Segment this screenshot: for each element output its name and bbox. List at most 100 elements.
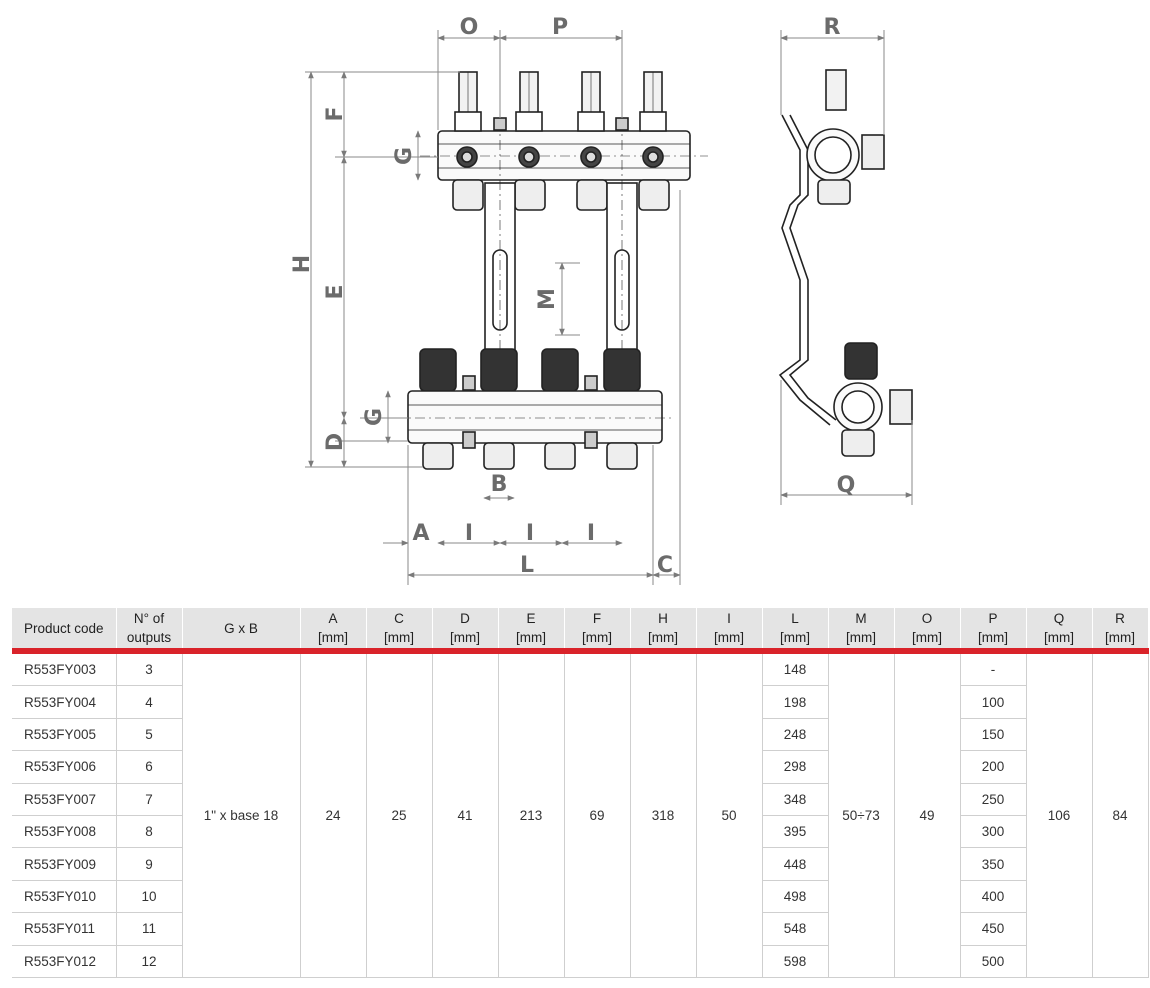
dim-c-cell: 25 (366, 651, 433, 978)
column-header: P[mm] (960, 608, 1027, 654)
dim-label-M: M (535, 288, 560, 310)
dim-f-cell: 69 (564, 651, 631, 978)
valve-caps (419, 348, 641, 392)
column-header-unit: [mm] (846, 630, 876, 645)
dimension-labels: O P R F G H E M G D B A I I I L C Q (290, 15, 855, 578)
outputs-cell: 6 (116, 750, 183, 784)
dim-label-G-top: G (392, 147, 417, 165)
outputs-cell: 8 (116, 815, 183, 849)
column-header: Product code (12, 608, 117, 654)
dim-label-Q: Q (837, 473, 856, 498)
column-header-unit: [mm] (648, 630, 678, 645)
column-header-unit: [mm] (1044, 630, 1074, 645)
outputs-cell: 7 (116, 783, 183, 816)
column-header: F [mm] (564, 608, 631, 654)
dim-p-cell: 200 (960, 750, 1027, 784)
column-header-name: A (328, 611, 338, 626)
column-header: R [mm] (1092, 608, 1149, 654)
outputs-cell: 4 (116, 685, 183, 719)
dim-q-cell: 106 (1026, 651, 1093, 978)
column-header-name: Product code (23, 620, 104, 636)
column-header-unit: [mm] (582, 630, 612, 645)
column-header: I[mm] (696, 608, 763, 654)
product-code-cell: R553FY004 (12, 685, 117, 719)
dim-label-B: B (491, 472, 508, 497)
dim-label-R: R (824, 15, 841, 40)
dim-label-G-bottom: G (362, 408, 387, 426)
dim-l-cell: 498 (762, 880, 829, 914)
dim-l-cell: 348 (762, 783, 829, 816)
column-header-name: Q (1053, 611, 1065, 626)
dim-o-cell: 49 (894, 651, 961, 978)
dim-a-cell: 24 (300, 651, 367, 978)
dim-l-cell: 548 (762, 912, 829, 946)
product-code-cell: R553FY010 (12, 880, 117, 914)
column-header-name: H (658, 611, 668, 626)
column-header-name: F (592, 611, 602, 626)
dim-p-cell: 400 (960, 880, 1027, 914)
dim-m-cell: 50÷73 (828, 651, 895, 978)
dim-label-P: P (552, 15, 568, 40)
column-header-unit: [mm] (318, 630, 348, 645)
column-header-name: P (988, 611, 998, 626)
dim-d-cell: 41 (432, 651, 499, 978)
dim-i-cell: 50 (696, 651, 763, 978)
dim-l-cell: 448 (762, 847, 829, 881)
dim-l-cell: 148 (762, 651, 829, 687)
product-code-cell: R553FY005 (12, 718, 117, 752)
gxb-cell: 1" x base 18 (182, 651, 301, 978)
column-header-unit: [mm] (384, 630, 414, 645)
dim-l-cell: 298 (762, 750, 829, 784)
column-header: G x B (182, 608, 301, 654)
front-view (395, 71, 708, 470)
column-header: A [mm] (300, 608, 367, 654)
dim-label-I-3: I (587, 521, 595, 546)
column-header-name: N° of (133, 611, 165, 626)
product-code-cell: R553FY003 (12, 651, 117, 687)
dim-l-cell: 395 (762, 815, 829, 849)
column-header-name: G x B (224, 620, 258, 636)
dim-p-cell: 100 (960, 685, 1027, 719)
column-header: D [mm] (432, 608, 499, 654)
column-header-unit: [mm] (1105, 630, 1135, 645)
column-header: Q [mm] (1026, 608, 1093, 654)
dim-label-E: E (323, 284, 348, 299)
column-header: O [mm] (894, 608, 961, 654)
column-header: E[mm] (498, 608, 565, 654)
product-code-cell: R553FY006 (12, 750, 117, 784)
product-code-cell: R553FY012 (12, 945, 117, 978)
column-header-name: R (1115, 611, 1125, 626)
column-header-name: D (460, 611, 470, 626)
dim-e-cell: 213 (498, 651, 565, 978)
product-code-cell: R553FY009 (12, 847, 117, 881)
column-header-unit: [mm] (450, 630, 480, 645)
dim-p-cell: 300 (960, 815, 1027, 849)
dim-p-cell: 500 (960, 945, 1027, 978)
dim-label-O: O (460, 15, 479, 40)
outputs-cell: 3 (116, 651, 183, 687)
dim-l-cell: 248 (762, 718, 829, 752)
dim-r-cell: 84 (1092, 651, 1149, 978)
dim-label-I-1: I (465, 521, 473, 546)
dim-label-L: L (520, 553, 534, 578)
flow-meters (454, 71, 667, 132)
dim-p-cell: 450 (960, 912, 1027, 946)
column-header-unit: [mm] (780, 630, 810, 645)
dim-l-cell: 198 (762, 685, 829, 719)
outputs-cell: 12 (116, 945, 183, 978)
column-header-name: L (791, 611, 799, 626)
column-header-name: O (921, 611, 933, 626)
dim-label-D: D (323, 433, 348, 451)
column-header-unit: [mm] (912, 630, 942, 645)
outputs-cell: 10 (116, 880, 183, 914)
